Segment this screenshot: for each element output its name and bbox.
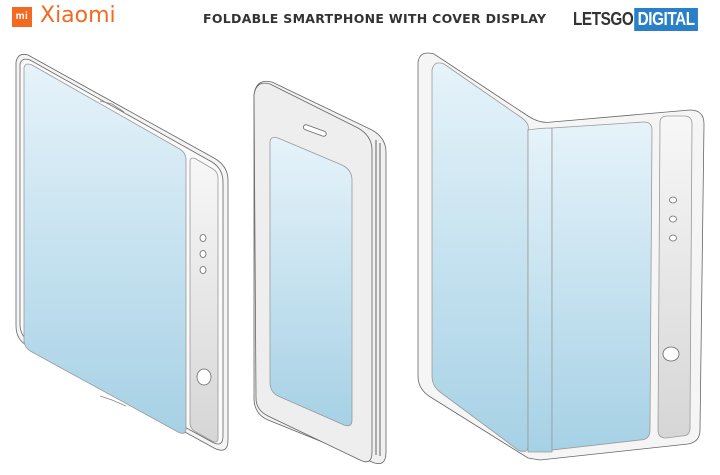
header: mi Xiaomi FOLDABLE SMARTPHONE WITH COVER… [0,0,720,40]
fingerprint-sensor-icon [196,368,212,386]
camera-lens-icon [669,215,677,223]
folded-phone [253,80,387,465]
unfolded-phone [15,53,229,451]
camera-lens-icon [669,196,677,204]
site-logo-part2: DIGITAL [634,7,699,31]
camera-lens-icon [199,234,207,242]
site-logo: LETSGO DIGITAL [573,7,699,31]
fingerprint-sensor-icon [662,346,680,362]
earpiece-icon [303,124,327,137]
half-folded-phone [417,52,705,461]
camera-lens-icon [199,266,207,274]
site-logo-part1: LETSGO [573,8,634,29]
camera-lens-icon [669,234,677,242]
xiaomi-logo-icon: mi [12,7,32,27]
brand-name: Xiaomi [40,3,116,28]
page-title: FOLDABLE SMARTPHONE WITH COVER DISPLAY [203,11,547,26]
camera-lens-icon [199,250,207,258]
